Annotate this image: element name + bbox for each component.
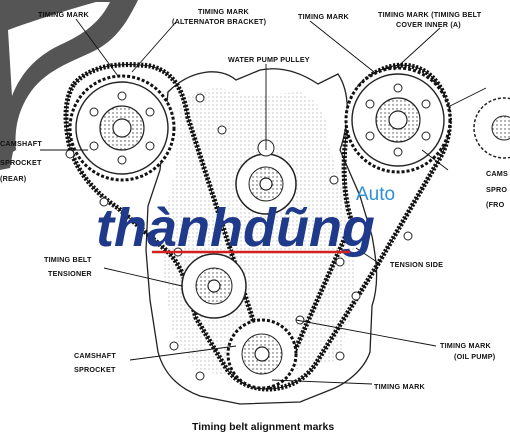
callout-timing-mark-top-left: TIMING MARK (38, 10, 90, 19)
timing-belt (63, 62, 452, 392)
callout-timing-mark-bottom: TIMING MARK (374, 382, 426, 391)
callout-water-pump-pulley: WATER PUMP PULLEY (228, 55, 310, 64)
callout-timing-mark-alternator-line1: TIMING MARK (198, 7, 250, 16)
engine-block-outline (145, 68, 378, 405)
camshaft-sprocket-front (344, 66, 452, 174)
watermark: thànhdũng Auto (96, 184, 395, 258)
camshaft-sprocket-rear (68, 74, 176, 182)
callout-timing-mark-belt-cover-line1: TIMING MARK (TIMING BELT (378, 10, 482, 19)
callout-timing-mark-belt-cover-line2: COVER INNER (A) (396, 20, 461, 29)
callout-tensioner-line1: TIMING BELT (44, 255, 92, 264)
watermark-auto: Auto (356, 184, 395, 205)
timing-belt-tensioner (181, 253, 247, 319)
engine-casting-left-edge (0, 146, 14, 170)
callout-camshaft-rear-line2: SPROCKET (0, 158, 42, 167)
leader-lines (40, 18, 487, 385)
callout-camshaft-front-line3: (FRO (486, 200, 505, 209)
callout-camshaft-front-line2: SPRO (486, 185, 507, 194)
crankshaft-sprocket (226, 318, 298, 390)
callout-tension-side: TENSION SIDE (390, 260, 443, 269)
callout-timing-mark-oil-pump-line2: (OIL PUMP) (454, 352, 496, 361)
callout-camshaft-front-line1: CAMS (486, 169, 508, 178)
callout-timing-mark-top-center: TIMING MARK (298, 12, 350, 21)
callout-crank-sprocket-line2: SPROCKET (74, 365, 116, 374)
callout-crank-sprocket-line1: CAMSHAFT (74, 351, 116, 360)
callout-timing-mark-oil-pump-line1: TIMING MARK (440, 341, 492, 350)
block-bolts (65, 93, 413, 381)
engine-casting-upper-left-inner (8, 2, 110, 96)
callout-camshaft-rear-line3: (REAR) (0, 174, 27, 183)
figure-caption: Timing belt alignment marks (192, 421, 334, 433)
watermark-brand: thànhdũng (96, 198, 375, 258)
callout-camshaft-rear-line1: CAMSHAFT (0, 139, 42, 148)
partial-sprocket-right-edge (473, 97, 510, 159)
callout-tensioner-line2: TENSIONER (48, 269, 92, 278)
water-pump-pulley (235, 139, 297, 215)
callout-timing-mark-alternator-line2: (ALTERNATOR BRACKET) (172, 17, 267, 26)
